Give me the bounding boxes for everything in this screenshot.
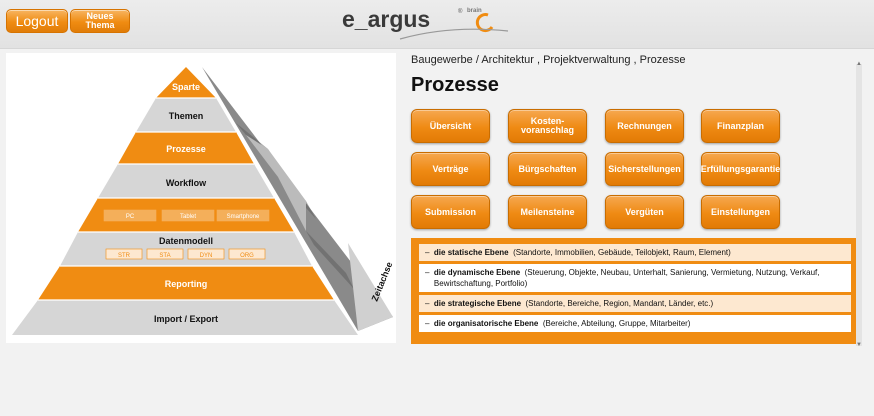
level-dash: –: [425, 248, 430, 257]
code-tags: STR STA DYN ORG: [105, 248, 266, 260]
logout-button[interactable]: Logout: [6, 9, 68, 33]
logo-arc-icon: [399, 28, 509, 40]
button-einstellungen[interactable]: Einstellungen: [701, 195, 780, 229]
label-sparte: Sparte: [172, 82, 200, 92]
button-buergschaften[interactable]: Bürgschaften: [508, 152, 587, 186]
button-erfuellungsgarantie[interactable]: Erfüllungsgarantie: [701, 152, 780, 186]
label-zeitachse: Zeitachse: [370, 260, 395, 302]
button-vertraege[interactable]: Verträge: [411, 152, 490, 186]
button-verguten[interactable]: Vergüten: [605, 195, 684, 229]
label-prozesse: Prozesse: [166, 144, 206, 154]
page-title: Prozesse: [411, 74, 499, 96]
new-topic-line1: Neues: [86, 11, 114, 21]
label-themen: Themen: [169, 111, 204, 121]
label-reporting: Reporting: [165, 279, 208, 289]
code-sta: STA: [159, 253, 170, 259]
breadcrumb: Baugewerbe / Architektur , Projektverwal…: [411, 54, 686, 66]
device-tablet: Tablet: [180, 214, 196, 220]
button-submission[interactable]: Submission: [411, 195, 490, 229]
level-term: die strategische Ebene: [433, 299, 522, 308]
label-workflow: Workflow: [166, 178, 207, 188]
button-rechnungen[interactable]: Rechnungen: [605, 109, 684, 143]
level-desc: (Standorte, Bereiche, Region, Mandant, L…: [525, 299, 714, 308]
device-tags: PC Tablet Smartphone: [103, 209, 270, 222]
level-themen: [136, 98, 236, 132]
button-meilensteine[interactable]: Meilensteine: [508, 195, 587, 229]
level-term: die dynamische Ebene: [433, 268, 521, 277]
new-topic-line2: Thema: [85, 20, 115, 30]
button-finanzplan[interactable]: Finanzplan: [701, 109, 780, 143]
logo-brain-text: brain: [467, 8, 482, 14]
code-dyn: DYN: [200, 253, 213, 259]
content-panel: Baugewerbe / Architektur , Projektverwal…: [404, 48, 862, 348]
vertical-scrollbar[interactable]: [856, 61, 862, 348]
level-row-static: – die statische Ebene (Standorte, Immobi…: [419, 244, 851, 261]
level-workflow: [98, 164, 274, 198]
button-uebersicht[interactable]: Übersicht: [411, 109, 490, 143]
button-kostenvoranschlag[interactable]: Kosten-voranschlag: [508, 109, 587, 143]
level-dash: –: [425, 268, 430, 277]
device-pc: PC: [126, 214, 135, 220]
level-row-strategic: – die strategische Ebene (Standorte, Ber…: [419, 295, 851, 312]
level-desc: (Steuerung, Objekte, Neubau, Unterhalt, …: [433, 268, 820, 288]
level-dash: –: [425, 319, 430, 328]
code-str: STR: [118, 253, 131, 259]
level-dash: –: [425, 299, 430, 308]
level-row-dynamic: – die dynamische Ebene (Steuerung, Objek…: [419, 264, 851, 292]
level-devices: [78, 198, 294, 232]
level-prozesse: [118, 132, 254, 164]
level-sparte: [156, 67, 216, 98]
device-smartphone: Smartphone: [227, 214, 260, 220]
pyramid-panel: Sparte Themen Prozesse Workflow PC Table…: [6, 53, 396, 343]
label-datenmodell: Datenmodell: [159, 236, 213, 246]
e-argus-logo: e_argus ® brain: [342, 6, 509, 40]
logo-swirl-icon: [475, 13, 494, 32]
logo-registered-mark: ®: [458, 8, 463, 15]
level-desc: (Bereiche, Abteilung, Gruppe, Mitarbeite…: [542, 319, 691, 328]
level-reporting: [38, 266, 334, 300]
level-term: die statische Ebene: [433, 248, 509, 257]
level-desc: (Standorte, Immobilien, Gebäude, Teilobj…: [513, 248, 731, 257]
label-import-export: Import / Export: [154, 314, 218, 324]
level-term: die organisatorische Ebene: [433, 319, 539, 328]
code-org: ORG: [240, 253, 254, 259]
pyramid-diagram: Sparte Themen Prozesse Workflow PC Table…: [12, 67, 395, 335]
levels-box: – die statische Ebene (Standorte, Immobi…: [411, 238, 859, 344]
level-import-export: [12, 300, 358, 335]
logo-text: e_argus: [342, 6, 430, 32]
button-sicherstellungen[interactable]: Sicherstellungen: [605, 152, 684, 186]
level-row-organizational: – die organisatorische Ebene (Bereiche, …: [419, 315, 851, 332]
